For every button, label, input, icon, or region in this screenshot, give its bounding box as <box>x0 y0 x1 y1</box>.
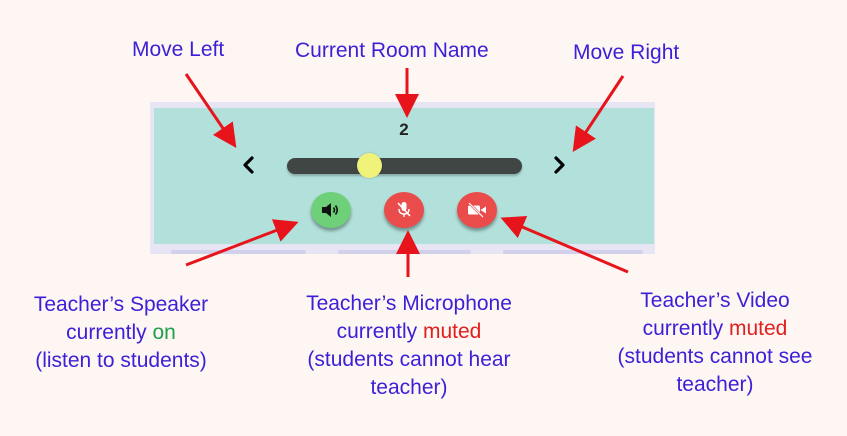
microphone-button[interactable] <box>384 192 424 228</box>
mic-state-muted: muted <box>422 320 482 343</box>
video-label-line2: currently muted <box>597 315 833 343</box>
speaker-button[interactable] <box>311 192 351 228</box>
label-current-room-name: Current Room Name <box>295 39 489 62</box>
mic-label-prefix: currently <box>336 320 423 343</box>
mic-label-line4: teacher) <box>370 376 448 399</box>
speaker-label-line2: currently on <box>18 319 224 347</box>
label-teacher-speaker: Teacher’s Speaker currently on (listen t… <box>18 291 224 375</box>
video-button[interactable] <box>457 192 497 228</box>
speaker-label-prefix: currently <box>66 321 153 344</box>
mic-label-line2: currently muted <box>286 318 532 346</box>
arrow-move-right <box>572 75 625 153</box>
speaker-on-icon <box>322 203 339 217</box>
mic-label-line1: Teacher’s Microphone <box>306 292 512 315</box>
video-label-prefix: currently <box>642 317 729 340</box>
tab-stub-3 <box>503 250 643 254</box>
tab-stub-1 <box>171 250 306 254</box>
current-room-name: 2 <box>399 120 409 139</box>
move-right-button[interactable] <box>548 154 570 176</box>
speaker-label-line3: (listen to students) <box>35 349 207 372</box>
chevron-right-icon <box>554 156 565 174</box>
arrow-move-left <box>184 73 237 148</box>
arrow-speaker <box>185 219 299 267</box>
label-move-right: Move Right <box>573 41 680 64</box>
video-label-line3: (students cannot see <box>617 345 813 368</box>
microphone-muted-icon <box>397 202 411 217</box>
chevron-left-icon <box>243 156 254 174</box>
arrow-video <box>500 216 629 274</box>
video-muted-icon <box>468 202 486 218</box>
move-left-button[interactable] <box>238 154 260 176</box>
label-move-left: Move Left <box>132 38 225 61</box>
video-label-line4: teacher) <box>676 373 754 396</box>
room-slider-track[interactable] <box>287 158 522 174</box>
label-teacher-video: Teacher’s Video currently muted (student… <box>597 287 833 399</box>
video-label-line1: Teacher’s Video <box>640 289 790 312</box>
room-slider-thumb[interactable] <box>356 153 382 178</box>
label-teacher-microphone: Teacher’s Microphone currently muted (st… <box>286 290 532 402</box>
speaker-label-line1: Teacher’s Speaker <box>33 293 209 316</box>
speaker-state-on: on <box>152 321 176 344</box>
video-state-muted: muted <box>728 317 788 340</box>
mic-label-line3: (students cannot hear <box>307 348 511 371</box>
